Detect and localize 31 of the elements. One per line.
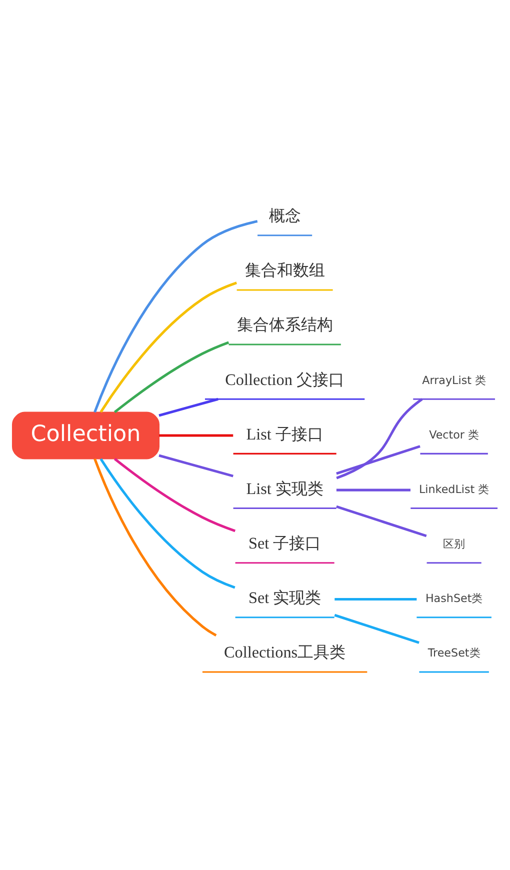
- connector: [336, 488, 410, 491]
- connector: [158, 397, 218, 416]
- node-text: 集合体系结构: [236, 316, 333, 334]
- connector: [100, 281, 237, 412]
- connector: [159, 434, 234, 436]
- connector: [94, 458, 217, 636]
- node-text: Set 实现类: [248, 590, 322, 607]
- connector: [334, 613, 420, 644]
- connector: [158, 454, 234, 477]
- connector: [114, 340, 230, 413]
- node-text: 概念: [268, 208, 301, 225]
- connector: [94, 220, 258, 412]
- connector: [334, 597, 417, 600]
- node-text: HashSet类: [425, 592, 483, 605]
- node-text: ArrayList 类: [422, 373, 486, 386]
- connector: [336, 398, 423, 479]
- node-text: LinkedList 类: [418, 482, 490, 496]
- node-text: Collection 父接口: [225, 371, 344, 388]
- node-text: TreeSet类: [428, 646, 480, 660]
- node-text: Set 子接口: [248, 534, 322, 552]
- connector: [336, 504, 427, 537]
- node-box: Collection: [12, 411, 160, 459]
- node-text: Vector 类: [429, 428, 480, 441]
- node-text: List 子接口: [246, 426, 324, 443]
- connector: [100, 458, 236, 588]
- node-text: 区别: [443, 536, 466, 550]
- connector: [114, 457, 236, 532]
- connector: [336, 444, 420, 474]
- node-text: List 实现类: [246, 480, 324, 498]
- node-text: Collections工具类: [224, 644, 346, 662]
- node-text: 集合和数组: [244, 262, 325, 280]
